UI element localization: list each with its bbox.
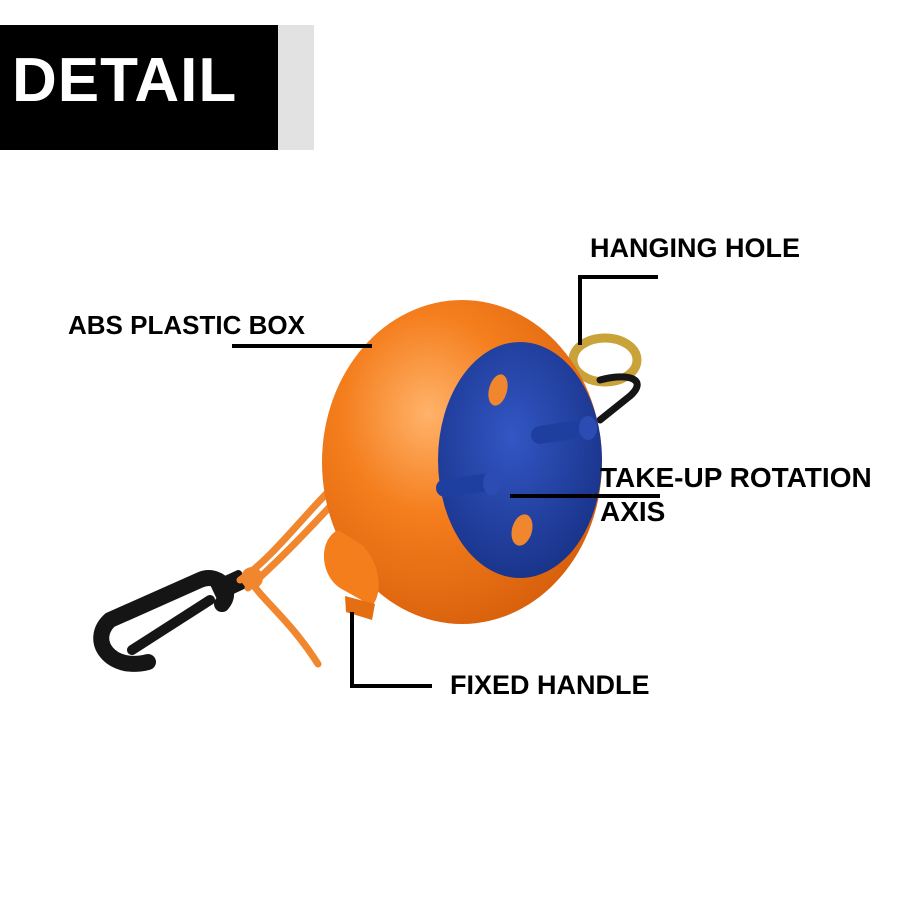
hanging-ring: [568, 333, 642, 424]
label-take-up-line2: AXIS: [600, 496, 666, 528]
callout-lines: [232, 275, 660, 688]
blue-face: [436, 342, 602, 578]
banner-title: DETAIL: [12, 46, 238, 115]
label-take-up-line1: TAKE-UP ROTATION: [600, 462, 872, 493]
orange-cord: [236, 486, 342, 668]
banner-shadow: [276, 25, 314, 150]
callout-hanging-hole: [578, 275, 658, 345]
snap-hook: [93, 570, 248, 672]
label-fixed-handle: FIXED HANDLE: [450, 670, 650, 700]
label-hanging-hole: HANGING HOLE: [590, 233, 801, 263]
label-take-up-rotation-axis: TAKE-UP ROTATION AXIS: [600, 461, 872, 529]
detail-banner: [0, 25, 278, 150]
label-abs-plastic-box: ABS PLASTIC BOX: [68, 310, 305, 340]
callout-fixed-handle: [350, 612, 432, 688]
